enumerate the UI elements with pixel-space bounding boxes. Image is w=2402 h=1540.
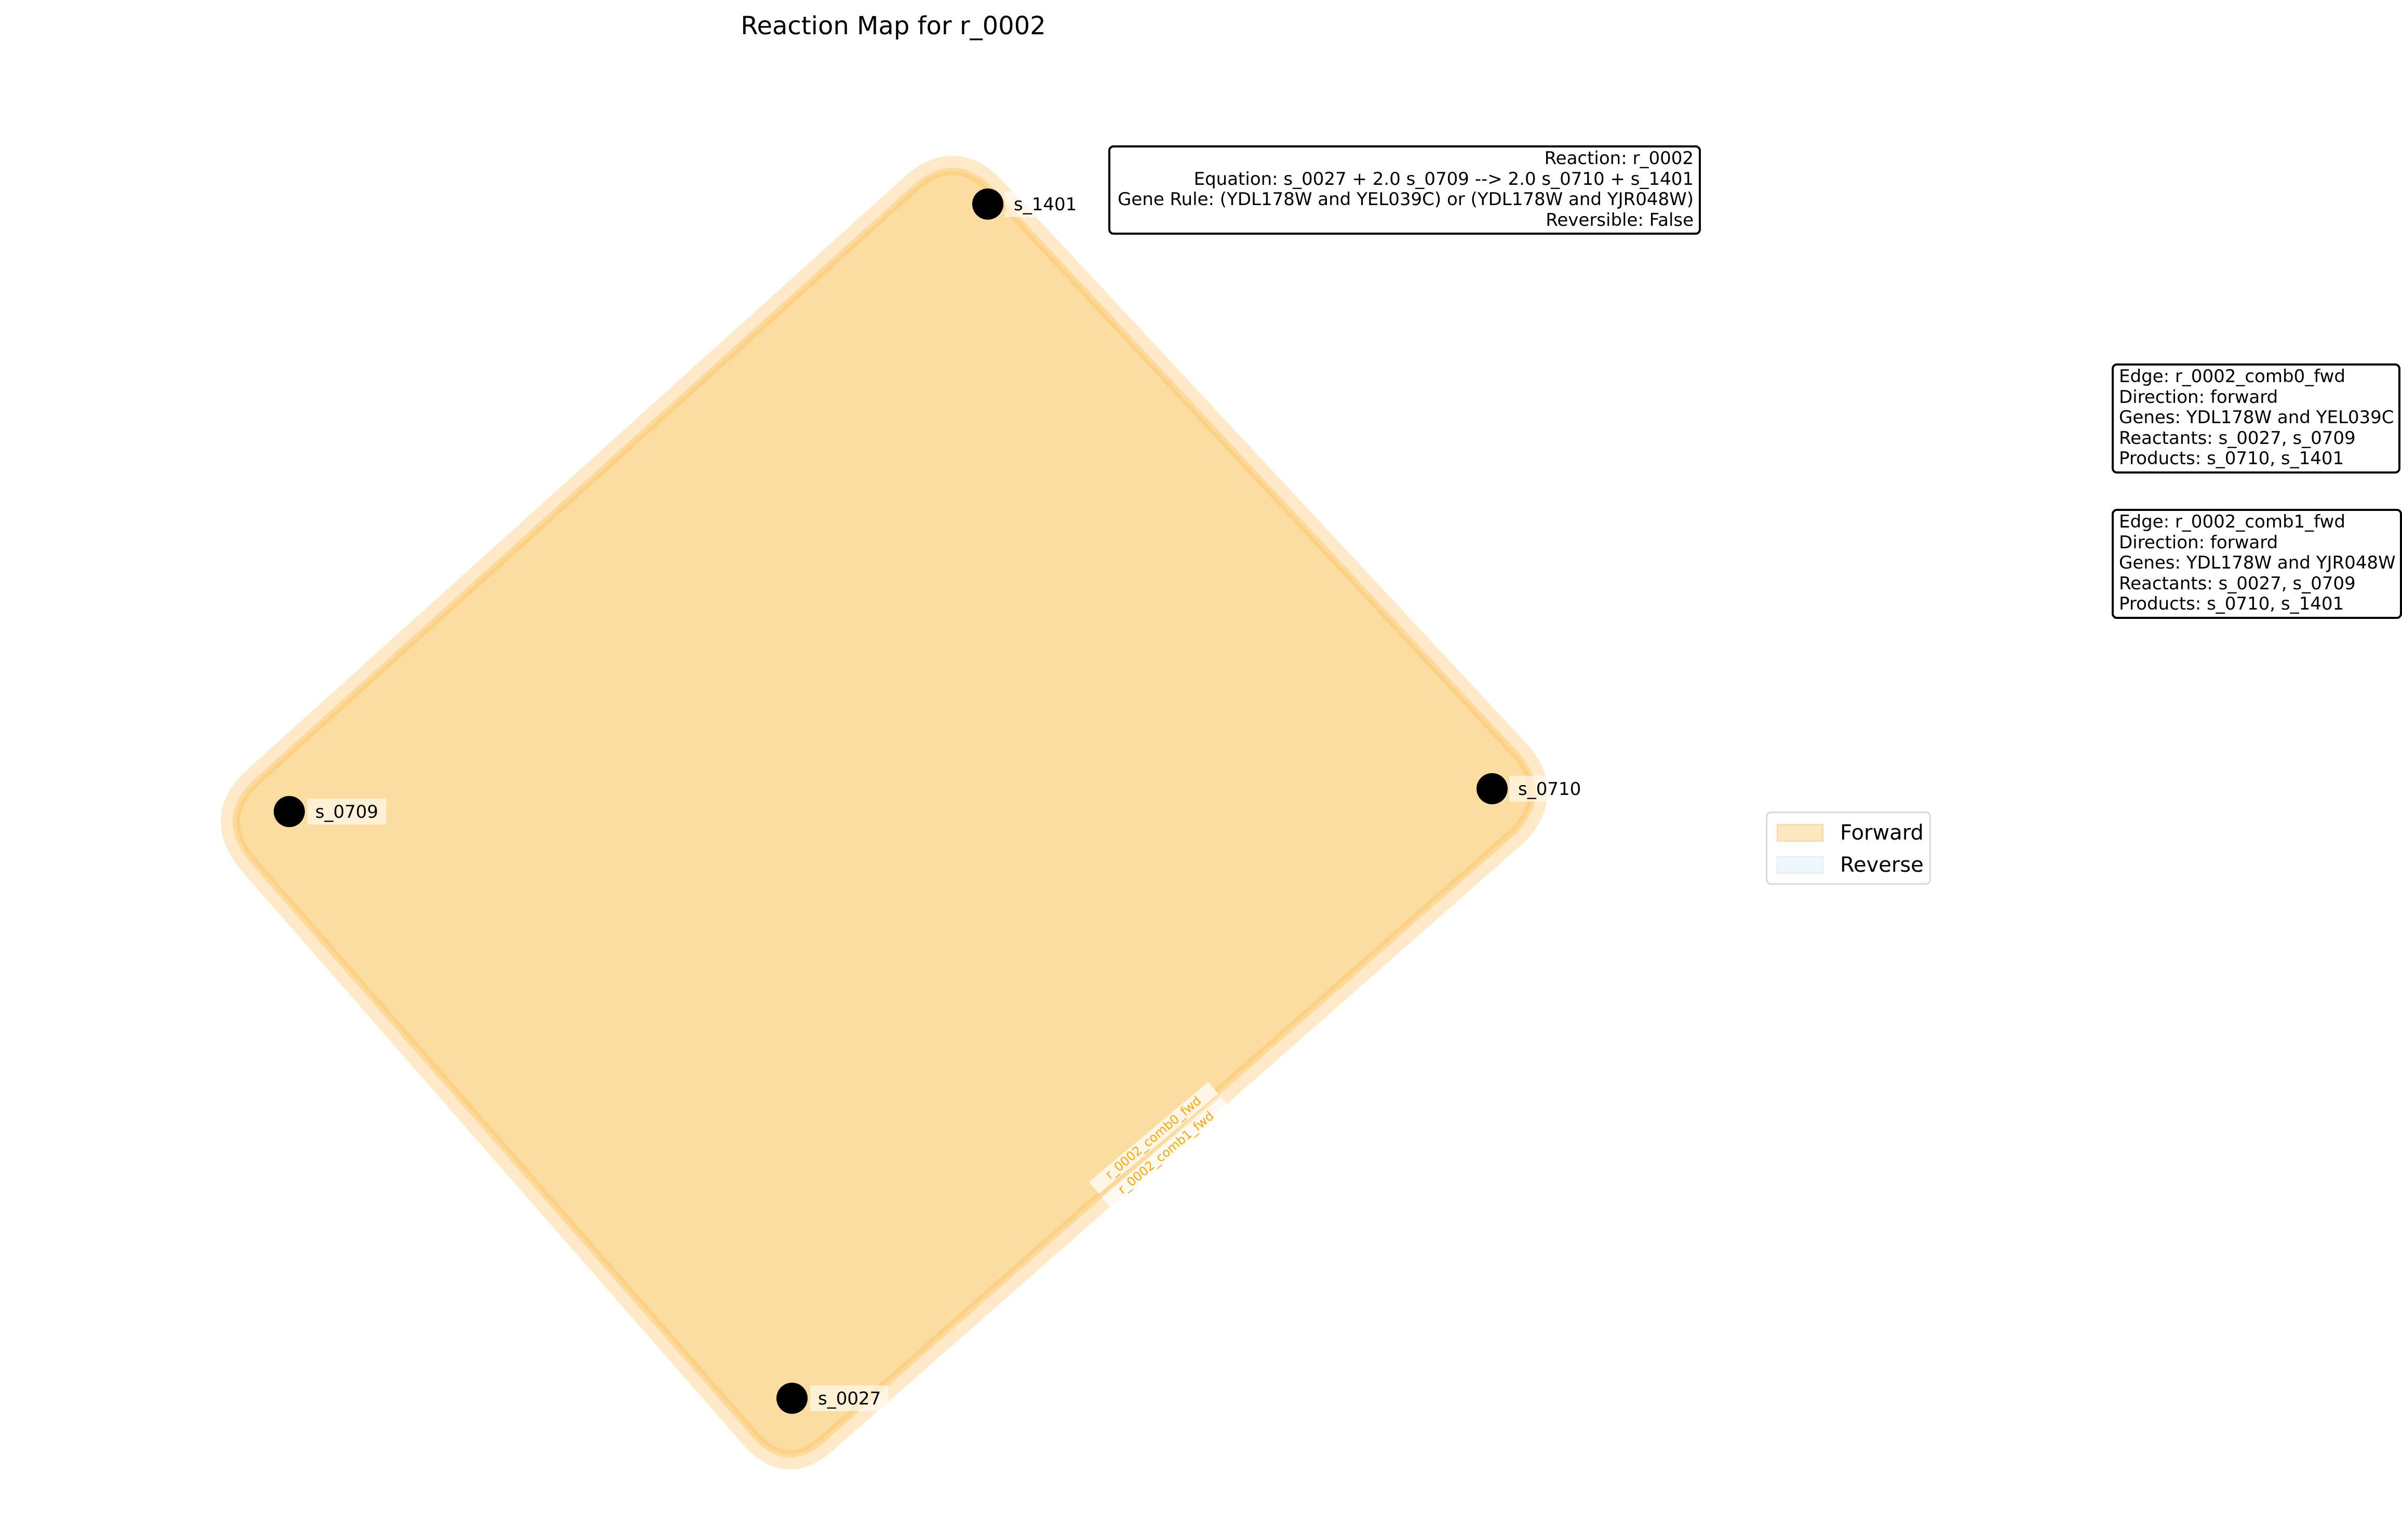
edge-direction: Direction: forward	[2119, 532, 2278, 553]
edge-products: Products: s_0710, s_1401	[2119, 448, 2344, 469]
reverse-swatch	[1777, 856, 1823, 874]
node-s_0709[interactable]: s_0709	[274, 796, 386, 827]
edge-info-box: Edge: r_0002_comb1_fwd Direction: forwar…	[2112, 509, 2402, 619]
node-marker	[776, 1383, 808, 1414]
reaction-info-box: Reaction: r_0002 Equation: s_0027 + 2.0 …	[1108, 145, 1701, 235]
legend-label-forward: Forward	[1840, 821, 1924, 845]
forward-swatch	[1777, 824, 1823, 842]
edge-reactants: Reactants: s_0027, s_0709	[2119, 573, 2356, 594]
legend-label-reverse: Reverse	[1840, 853, 1924, 877]
edge-info-box: Edge: r_0002_comb0_fwd Direction: forwar…	[2112, 363, 2400, 474]
edge-genes: Genes: YDL178W and YJR048W	[2119, 552, 2396, 573]
edge-products: Products: s_0710, s_1401	[2119, 593, 2344, 614]
reaction-equation: Equation: s_0027 + 2.0 s_0709 --> 2.0 s_…	[1193, 168, 1694, 190]
edge-id: Edge: r_0002_comb0_fwd	[2119, 366, 2345, 387]
node-label: s_0027	[818, 1388, 881, 1409]
legend-item-reverse: Reverse	[1777, 849, 1924, 881]
node-label: s_0709	[315, 802, 378, 822]
edge-reactants: Reactants: s_0027, s_0709	[2119, 427, 2356, 449]
reaction-reversible: Reversible: False	[1546, 209, 1694, 231]
reaction-gene-rule: Gene Rule: (YDL178W and YEL039C) or (YDL…	[1118, 189, 1694, 210]
node-label: s_0710	[1518, 779, 1581, 800]
edge-direction: Direction: forward	[2119, 386, 2278, 408]
node-s_0710[interactable]: s_0710	[1477, 773, 1587, 804]
edge-id: Edge: r_0002_comb1_fwd	[2119, 511, 2345, 532]
node-marker	[274, 796, 305, 827]
hyperedge-fill-comb1	[233, 168, 1536, 1457]
node-marker	[972, 188, 1003, 220]
legend: Forward Reverse	[1766, 812, 1931, 885]
edge-genes: Genes: YDL178W and YEL039C	[2119, 407, 2394, 428]
node-s_1401[interactable]: s_1401	[972, 188, 1078, 220]
legend-item-forward: Forward	[1777, 817, 1924, 848]
node-marker	[1477, 773, 1508, 804]
reaction-id: Reaction: r_0002	[1544, 148, 1694, 169]
node-label: s_1401	[1014, 194, 1077, 215]
node-s_0027[interactable]: s_0027	[776, 1383, 888, 1414]
diagram-title: Reaction Map for r_0002	[741, 11, 1046, 40]
